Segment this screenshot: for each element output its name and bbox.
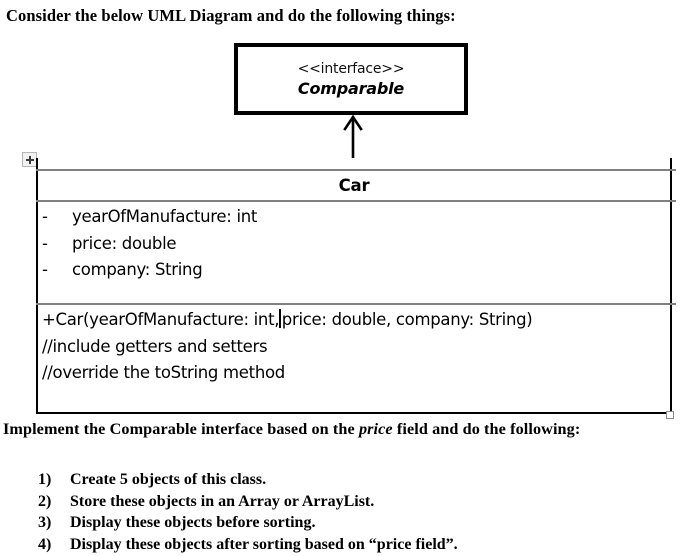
attributes-methods-separator-rule [36, 303, 676, 306]
class-method-row-constructor: +Car(yearOfManufacture: int,price: doubl… [42, 307, 652, 334]
class-methods-compartment[interactable]: +Car(yearOfManufacture: int,price: doubl… [42, 307, 652, 387]
list-item: 4) Display these objects after sorting b… [38, 534, 458, 556]
class-attribute-row: - price: double [42, 231, 642, 258]
uml-interface-box-comparable[interactable]: <<interface>> Comparable [234, 43, 468, 115]
attribute-signature: price: double [72, 233, 177, 253]
list-item-number: 3) [38, 514, 52, 531]
list-item-number: 1) [38, 471, 52, 488]
class-method-row-comment-tostring: //override the toString method [42, 360, 652, 387]
list-item-text: Display these objects before sorting. [70, 514, 316, 531]
class-name-separator-rule [36, 200, 676, 203]
list-item-text: Store these objects in an Array or Array… [70, 492, 375, 510]
list-item-text: Display these objects after sorting base… [70, 535, 458, 553]
canvas-expand-handle-icon[interactable] [22, 152, 37, 167]
task-list: 1) Create 5 objects of this class. 2) St… [38, 469, 458, 555]
heading-implement-comparable: Implement the Comparable interface based… [3, 420, 580, 439]
method-text: //include getters and setters [42, 336, 268, 356]
attribute-visibility: - [42, 260, 48, 279]
list-item: 3) Display these objects before sorting. [38, 512, 458, 534]
class-box-top-rule [36, 169, 676, 172]
class-method-row-comment-getters: //include getters and setters [42, 334, 652, 361]
plus-horizontal-stroke [25, 159, 34, 161]
class-attributes-compartment[interactable]: - yearOfManufacture: int - price: double… [42, 204, 642, 284]
class-attribute-row: - company: String [42, 257, 642, 284]
method-text-after-caret: price: double, company: String) [281, 310, 533, 329]
class-attribute-row: - yearOfManufacture: int [42, 204, 642, 231]
class-name-label: Car [338, 176, 370, 195]
attribute-signature: yearOfManufacture: int [72, 207, 258, 226]
attribute-signature: company: String [72, 260, 203, 279]
uml-drawing-canvas[interactable]: <<interface>> Comparable Car - yearOfMan… [22, 43, 676, 419]
heading-consider-uml: Consider the below UML Diagram and do th… [6, 6, 456, 25]
list-item: 1) Create 5 objects of this class. [38, 469, 458, 491]
canvas-resize-handle[interactable] [666, 411, 674, 419]
text-insertion-caret [279, 309, 281, 328]
attribute-visibility: - [42, 233, 48, 253]
interface-name-label: Comparable [297, 78, 405, 98]
list-item-number: 2) [38, 492, 52, 510]
method-text-before-caret: +Car(yearOfManufacture: int, [42, 310, 280, 329]
interface-stereotype-label: <<interface>> [297, 60, 405, 77]
list-item-number: 4) [38, 535, 52, 553]
list-item: 2) Store these objects in an Array or Ar… [38, 491, 458, 513]
heading-implement-prefix: Implement the Comparable interface based… [3, 420, 359, 438]
attribute-visibility: - [42, 207, 48, 226]
list-item-text: Create 5 objects of this class. [70, 471, 267, 488]
method-text: //override the toString method [42, 363, 285, 382]
heading-implement-italic-price: price [358, 420, 393, 438]
heading-implement-suffix: field and do the following: [392, 420, 581, 438]
